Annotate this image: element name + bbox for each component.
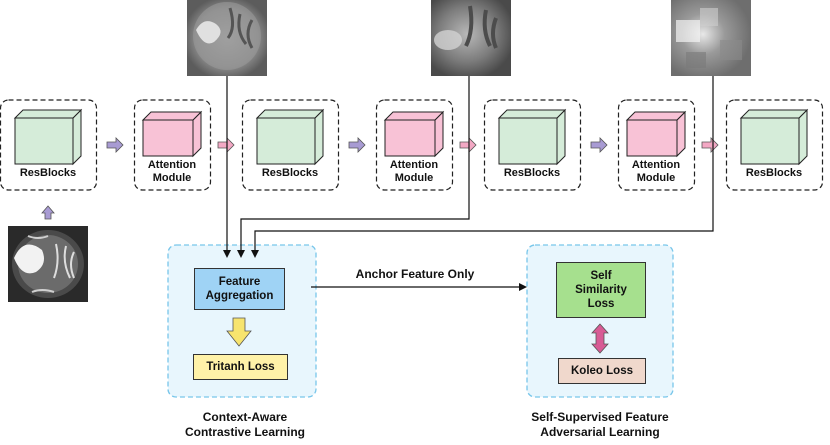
input-mri-image [8, 226, 88, 302]
resblock-icon [739, 108, 809, 166]
self-similarity-loss-box: Self Similarity Loss [556, 262, 646, 318]
stage-container-2 [133, 99, 212, 191]
attention-module-icon [141, 110, 203, 158]
adversarial-caption-line1: Self-Supervised Feature [531, 410, 669, 424]
feature-aggregation-line1: Feature [218, 276, 261, 288]
resblock-icon [13, 108, 83, 166]
self-similarity-line1: Self [590, 270, 612, 282]
adversarial-caption-line2: Adversarial Learning [540, 425, 660, 439]
stage-container-1 [0, 99, 98, 191]
attention-connections [223, 76, 714, 291]
tritanh-loss-label: Tritanh Loss [206, 361, 275, 373]
resblocks-label: ResBlocks [261, 167, 319, 179]
input-up-arrow [41, 205, 55, 220]
resblock-icon [497, 108, 567, 166]
anchor-feature-label: Anchor Feature Only [355, 267, 475, 281]
similarity-koleo-arrow [591, 323, 609, 354]
stage-arrow-2 [217, 137, 235, 153]
tritanh-loss-box: Tritanh Loss [193, 354, 288, 380]
contrastive-caption: Context-Aware Contrastive Learning [150, 410, 340, 440]
self-similarity-line3: Loss [587, 298, 615, 310]
attention-map-2 [431, 0, 511, 76]
contrastive-caption-line2: Contrastive Learning [184, 425, 306, 439]
resblocks-label: ResBlocks [19, 167, 77, 179]
self-similarity-line2: Similarity [575, 284, 627, 296]
stage-arrow-5 [590, 137, 608, 153]
resblocks-label: ResBlocks [503, 167, 561, 179]
koleo-loss-label: Koleo Loss [571, 365, 633, 377]
attention-module-icon [383, 110, 445, 158]
stage-container-6 [617, 99, 696, 191]
stage-arrow-3 [348, 137, 366, 153]
resblock-icon [255, 108, 325, 166]
attention-map-3 [671, 0, 751, 76]
stage-arrow-4 [459, 137, 477, 153]
aggregation-to-loss-arrow [226, 317, 252, 347]
stage-arrow-6 [701, 137, 719, 153]
feature-aggregation-line2: Aggregation [205, 290, 274, 302]
stage-container-3 [241, 99, 340, 191]
koleo-loss-box: Koleo Loss [558, 358, 646, 384]
attention-map-1 [187, 0, 267, 76]
adversarial-caption: Self-Supervised Feature Adversarial Lear… [500, 410, 700, 440]
stage-container-5 [483, 99, 582, 191]
feature-aggregation-box: Feature Aggregation [194, 268, 285, 310]
stage-container-7 [725, 99, 824, 191]
stage-container-4 [375, 99, 454, 191]
resblocks-label: ResBlocks [745, 167, 803, 179]
contrastive-caption-line1: Context-Aware [202, 410, 288, 424]
stage-arrow-1 [106, 137, 124, 153]
attention-module-icon [625, 110, 687, 158]
